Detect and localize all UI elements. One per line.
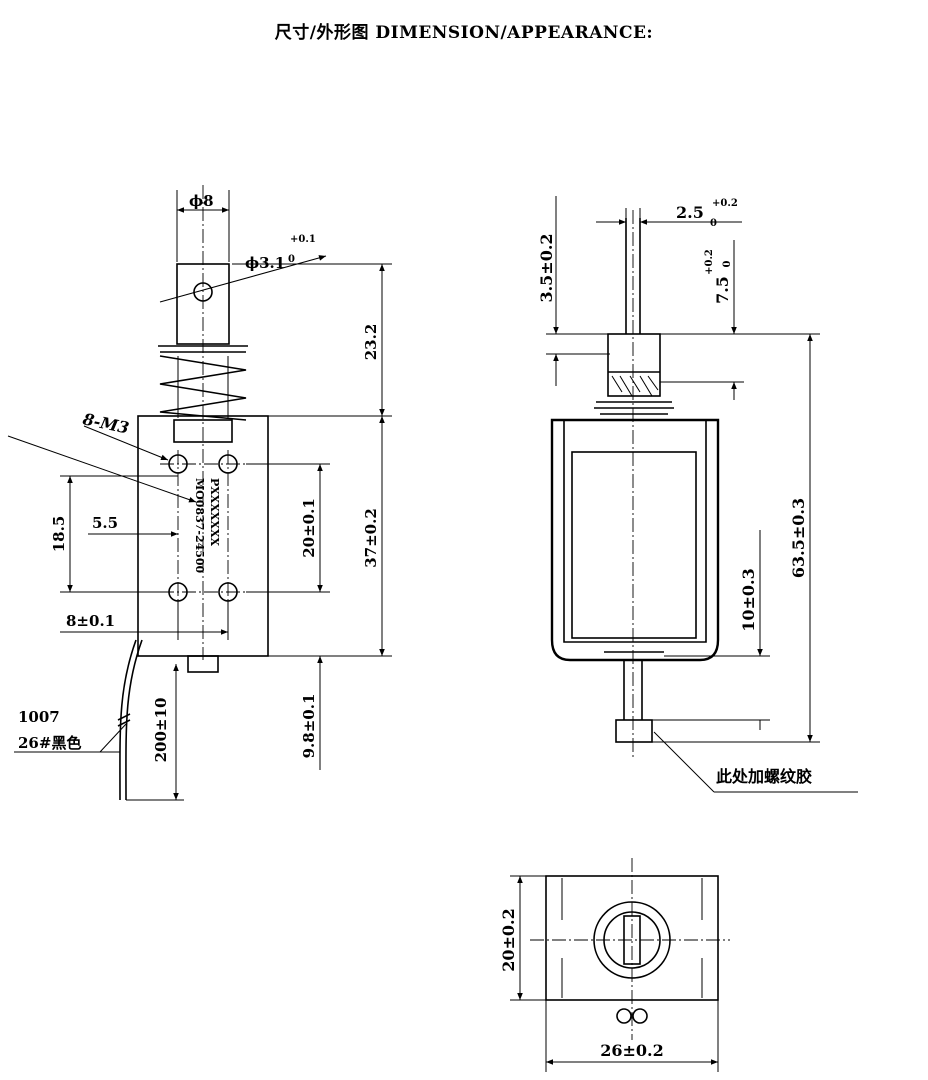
- lead-wire: [119, 639, 143, 801]
- dim-18-5: 18.5: [50, 516, 68, 553]
- bottom-view: 20±0.2 26±0.2: [499, 858, 730, 1072]
- glue-note: 此处加螺纹胶: [716, 767, 812, 786]
- side-lower-rod: [623, 660, 643, 720]
- dim-7-5-tol: +0.2: [704, 249, 715, 275]
- side-nut: [615, 719, 653, 743]
- plunger-collar: [173, 419, 233, 443]
- bottom-bore-inner: [603, 911, 661, 969]
- side-view: 2.5 +0.2 0 3.5±0.2 7.5 +0.2 0 63.5±0.3: [537, 196, 858, 793]
- dim-8: 8±0.1: [66, 612, 115, 630]
- dim-2-5: 2.5: [676, 203, 704, 222]
- side-rod: [625, 218, 641, 334]
- bottom-bore-outer: [593, 901, 671, 979]
- front-view: ϕ8 ϕ3.1 +0.1 0 23.2 37±0.2 20±0.1 9.8±0.…: [7, 185, 392, 801]
- bottom-dim-20: 20±0.2: [499, 908, 518, 972]
- wire-spec: 1007: [18, 708, 60, 726]
- wire-color: 26#黑色: [18, 734, 81, 752]
- dim-7-5-sub: 0: [722, 260, 733, 267]
- side-coil: [571, 451, 697, 639]
- dim-7-5: 7.5: [713, 276, 732, 304]
- dim-23-2: 23.2: [362, 324, 380, 361]
- body-model-label: MO0837-24500: [193, 478, 206, 574]
- side-frame: [550, 418, 720, 662]
- dim-20: 20±0.1: [300, 498, 318, 558]
- dim-37: 37±0.2: [362, 508, 380, 568]
- body-code-label: PXXXXXXX: [208, 478, 221, 546]
- dim-200: 200±10: [152, 698, 170, 763]
- dim-3-5: 3.5±0.2: [537, 233, 556, 302]
- dim-2-5-sub: 0: [710, 218, 717, 229]
- dim-phi3-tol: +0.1: [290, 234, 316, 245]
- dim-phi8: ϕ8: [189, 192, 214, 210]
- dim-phi3-sub: 0: [288, 254, 295, 265]
- holes-callout: 8-M3: [80, 409, 131, 437]
- bottom-nut: [187, 655, 219, 673]
- dim-10: 10±0.3: [739, 568, 758, 632]
- drawing-title: 尺寸/外形图 DIMENSION/APPEARANCE:: [274, 23, 654, 43]
- dim-9-8: 9.8±0.1: [300, 694, 318, 759]
- side-clevis: [607, 333, 661, 397]
- dim-63-5: 63.5±0.3: [789, 498, 808, 578]
- dim-5-5: 5.5: [92, 514, 118, 532]
- spring: [158, 345, 248, 421]
- dim-phi3: ϕ3.1: [245, 254, 285, 272]
- dim-2-5-tol: +0.2: [712, 198, 738, 209]
- bottom-dim-26: 26±0.2: [600, 1041, 664, 1060]
